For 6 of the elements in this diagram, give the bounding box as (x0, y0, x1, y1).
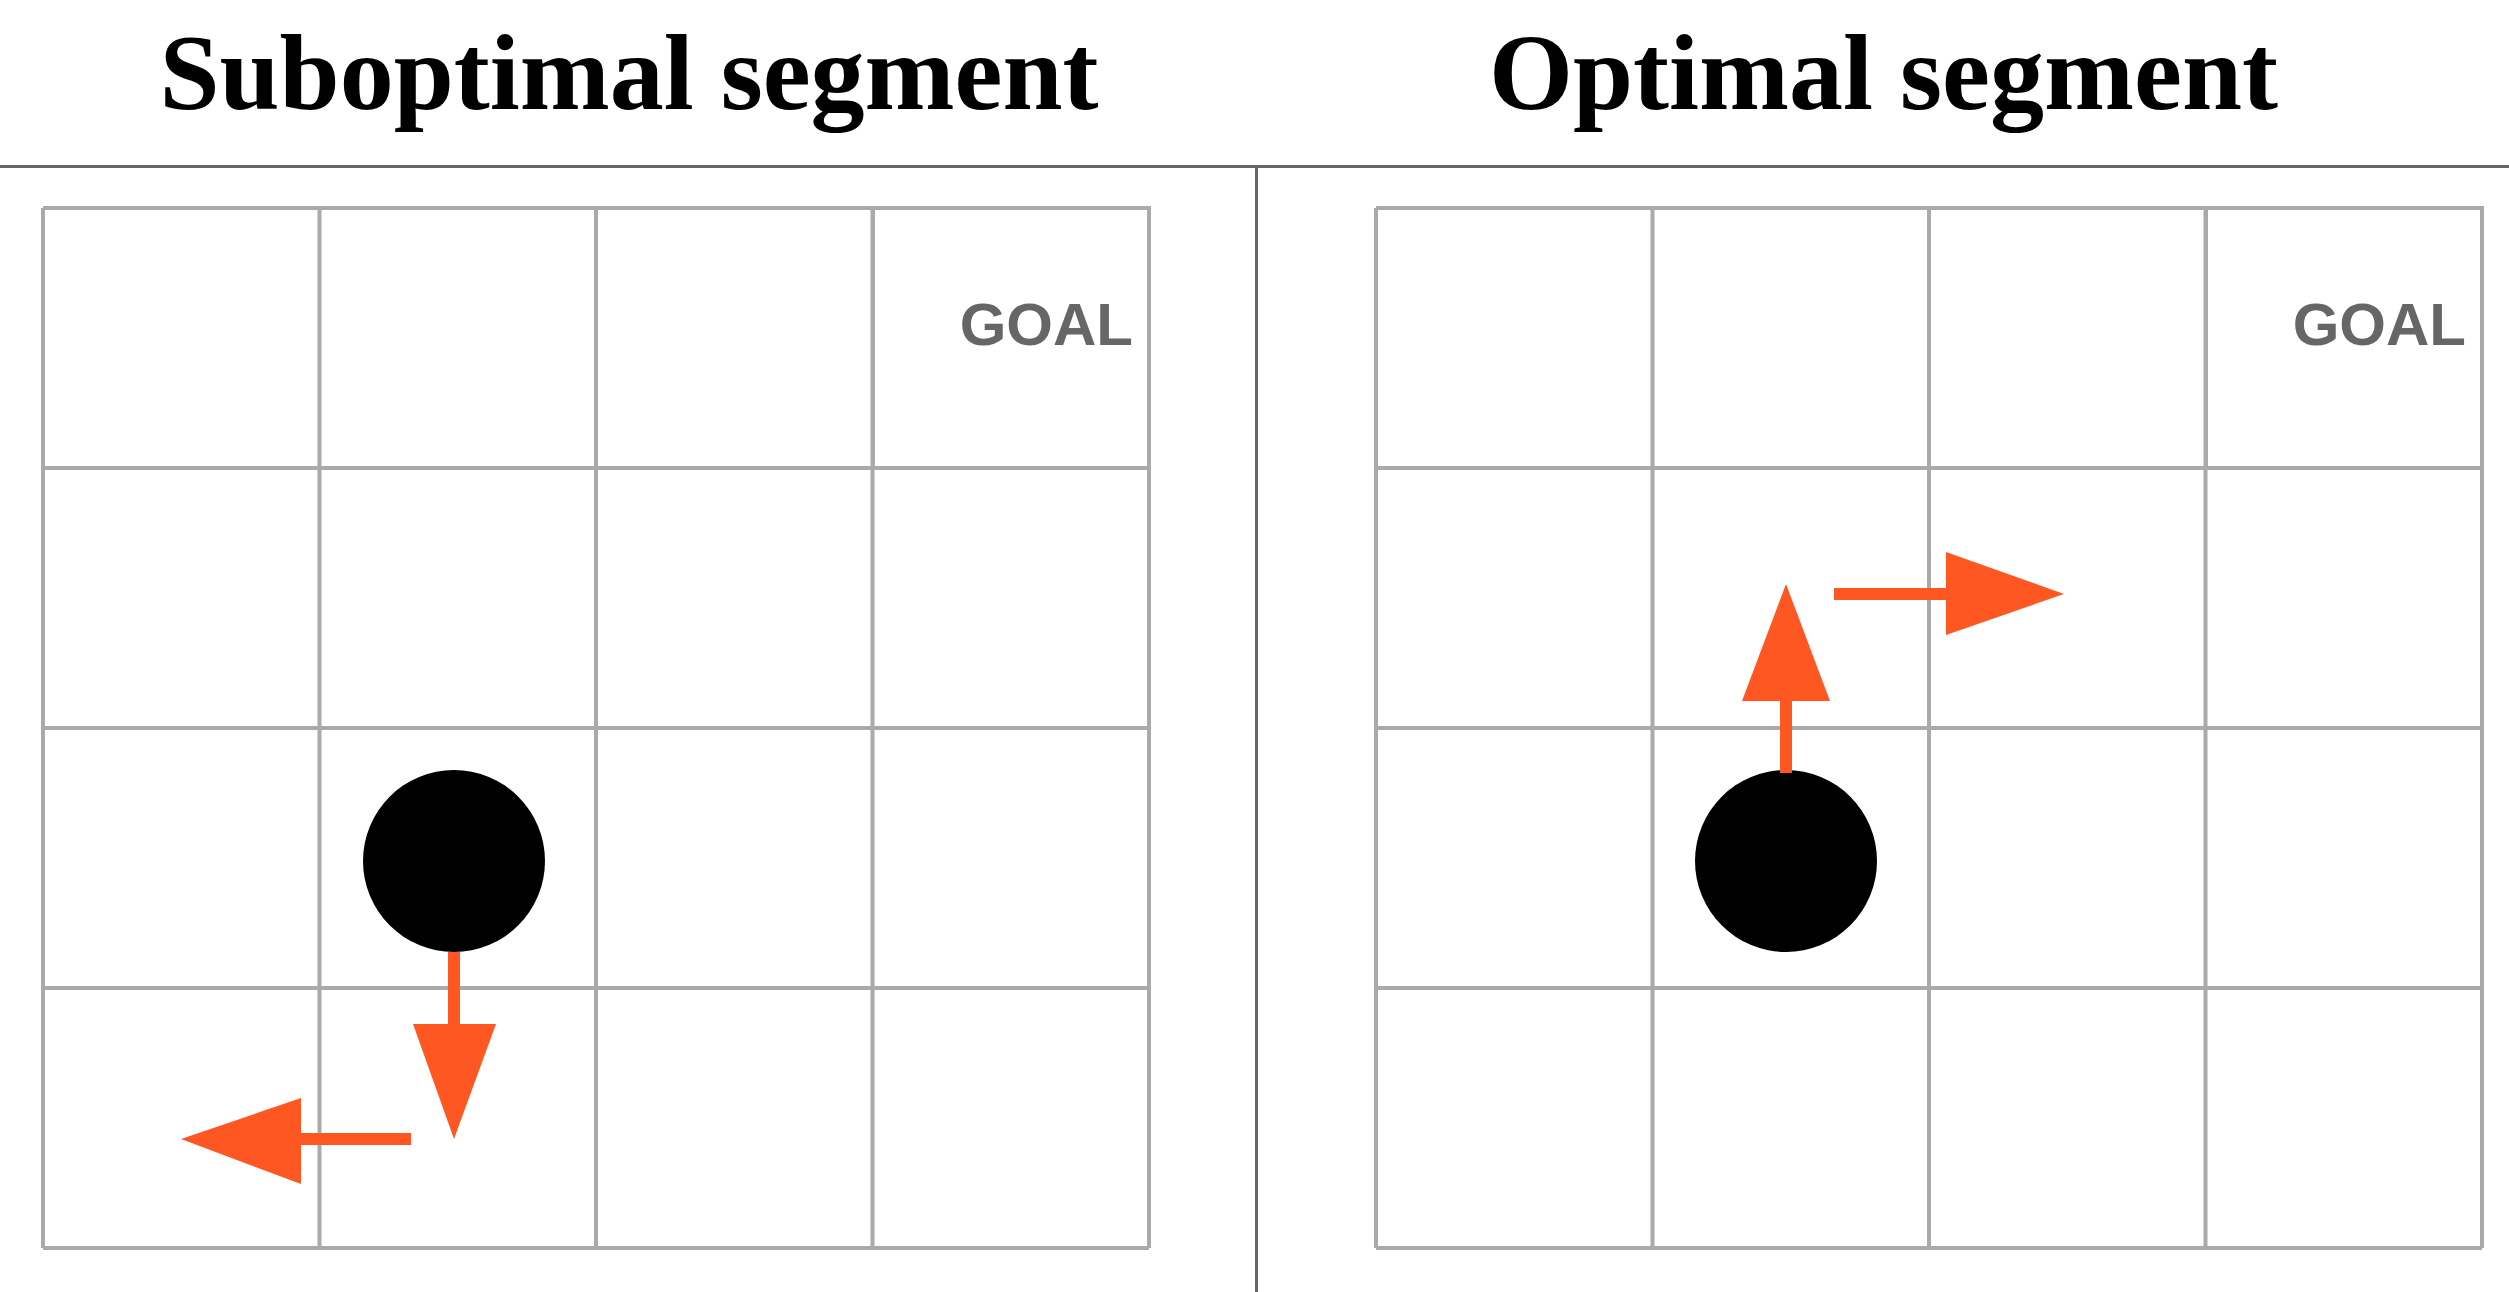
agent-dot (1695, 770, 1877, 952)
agent-dot (363, 770, 545, 952)
goal-label: GOAL (959, 290, 1133, 360)
panel-heading: Suboptimal segment (158, 12, 1100, 135)
panel-heading: Optimal segment (1488, 12, 2279, 135)
goal-label: GOAL (2292, 290, 2466, 360)
